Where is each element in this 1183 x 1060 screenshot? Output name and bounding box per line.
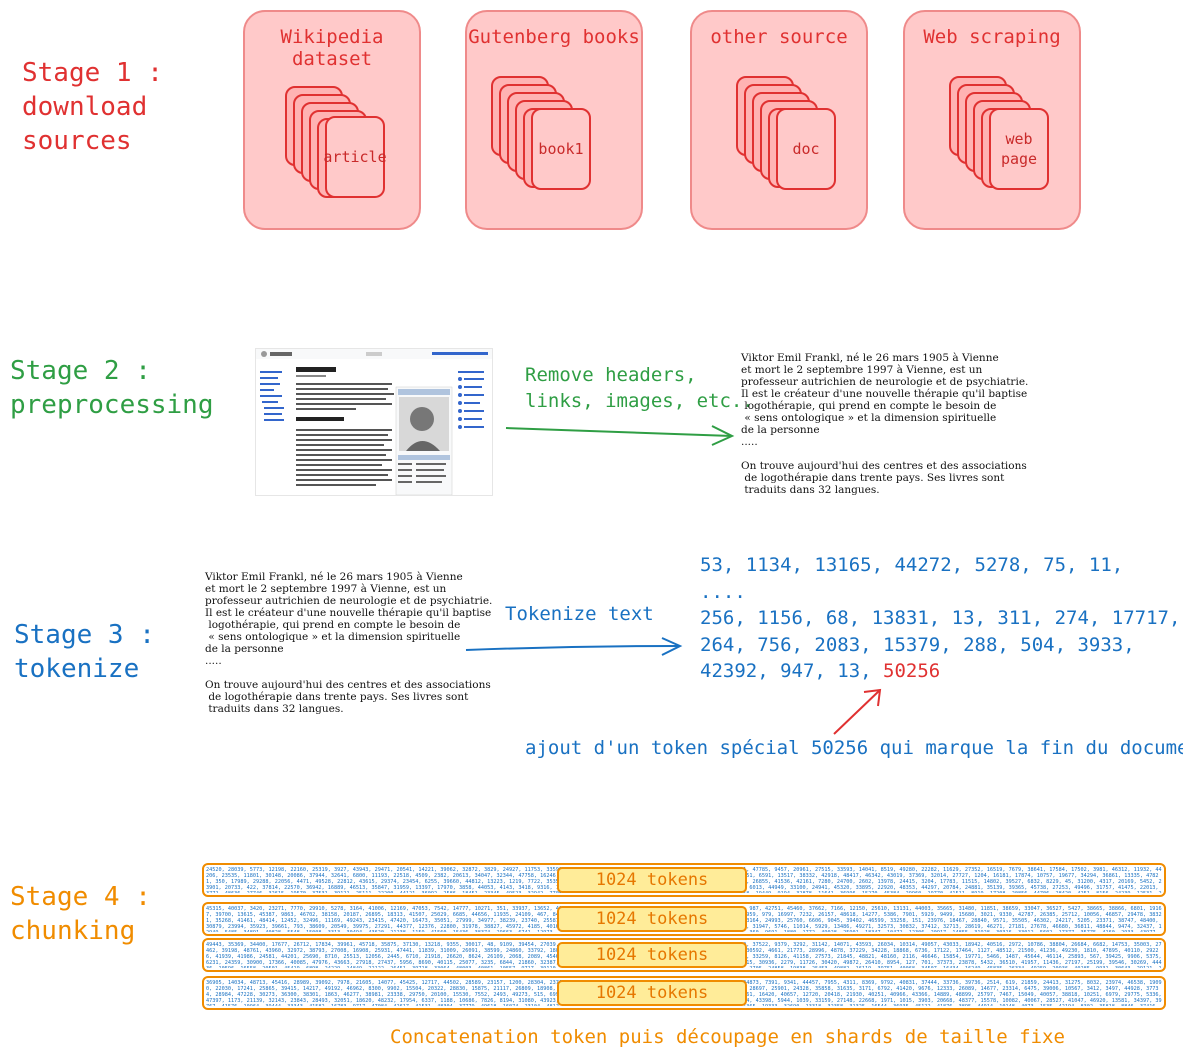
source-title: Web scraping xyxy=(923,26,1061,48)
stage-3-label: Stage 3 : tokenize xyxy=(14,620,155,684)
source-title: other source xyxy=(710,26,848,48)
tokenize-arrow xyxy=(465,637,683,656)
shard-row: 36905, 14034, 48713, 45416, 28989, 39092… xyxy=(202,976,1166,1010)
stage-4-label: Stage 4 : chunking xyxy=(10,882,151,946)
token-id-list: 53, 1134, 13165, 44272, 5278, 75, 11, ..… xyxy=(700,552,1183,685)
source-title: Wikipedia dataset xyxy=(280,26,384,70)
doc-front-line: page xyxy=(1000,150,1038,168)
wikipedia-page-thumbnail xyxy=(255,348,493,496)
stage-1-label: Stage 1 : download sources xyxy=(22,58,163,156)
eot-annotation-arrow xyxy=(833,688,882,735)
token-ids: 53, 1134, 13165, 44272, 5278, 75, 11, ..… xyxy=(700,554,1181,682)
shard-row: 45315, 40037, 3420, 23271, 7770, 29910, … xyxy=(202,902,1166,936)
eot-annotation: ajout d'un token spécial 50256 qui marqu… xyxy=(525,737,1183,759)
shard-row: 24520, 28039, 5773, 12198, 22160, 25319,… xyxy=(202,863,1166,897)
source-wikipedia: Wikipedia dataset article xyxy=(243,10,421,230)
shard-label: 1024 tokens xyxy=(557,906,747,932)
shard-label: 1024 tokens xyxy=(557,867,747,893)
tokenize-input-text: Viktor Emil Frankl, né le 26 mars 1905 à… xyxy=(205,571,493,715)
doc-front: doc xyxy=(776,108,836,190)
chunking-caption: Concatenation token puis découpage en sh… xyxy=(390,1026,1065,1048)
tokenize-arrow-label: Tokenize text xyxy=(505,603,654,625)
doc-front: article xyxy=(323,116,387,198)
doc-front-line: web xyxy=(1005,130,1033,148)
source-title: Gutenberg books xyxy=(468,26,640,48)
clean-text-document: Viktor Emil Frankl, né le 26 mars 1905 à… xyxy=(741,352,1029,496)
preprocess-arrow-label: Remove headers, links, images, etc.. xyxy=(525,364,754,412)
doc-front: web page xyxy=(989,108,1049,190)
shard-row: 49443, 35369, 34400, 17677, 26712, 17834… xyxy=(202,938,1166,972)
preprocess-arrow xyxy=(505,425,735,446)
shard-label: 1024 tokens xyxy=(557,942,747,968)
doc-front: book1 xyxy=(531,108,591,190)
stage-2-label: Stage 2 : preprocessing xyxy=(10,356,214,420)
source-gutenberg: Gutenberg books book1 xyxy=(465,10,643,230)
eot-token: 50256 xyxy=(883,660,941,682)
shard-label: 1024 tokens xyxy=(557,980,747,1006)
source-web-scraping: Web scraping web page xyxy=(903,10,1081,230)
source-other: other source doc xyxy=(690,10,868,230)
